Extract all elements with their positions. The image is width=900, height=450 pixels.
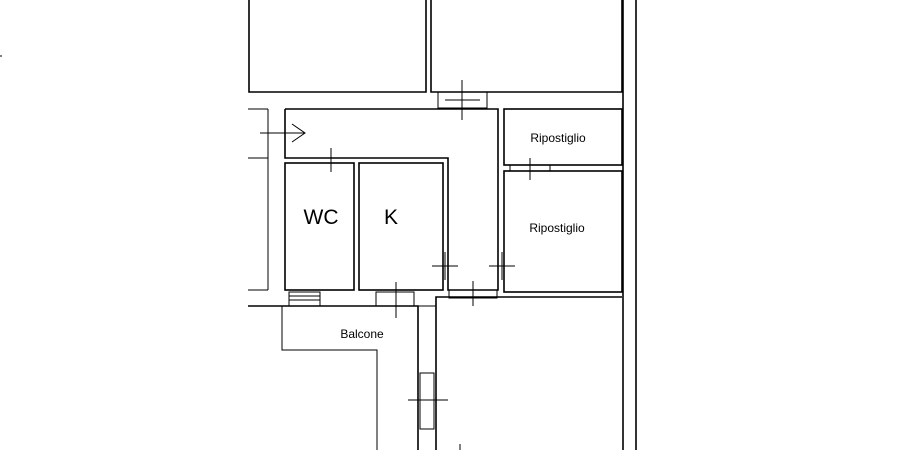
kitchen-label: K: [384, 206, 398, 229]
outer-wall-right: [622, 0, 637, 450]
balcony-railing: [281, 306, 378, 450]
door-top-right-room: [437, 80, 488, 120]
entrance-arrow: [248, 108, 306, 159]
room-top-right: [430, 0, 623, 93]
storage-upper-label: Ripostiglio: [530, 131, 586, 145]
door-bottom-right-room: [408, 372, 448, 430]
balcony: [248, 305, 419, 450]
room-storage-upper: [503, 108, 623, 166]
door-wc: [310, 148, 352, 172]
balcony-label: Balcone: [340, 327, 384, 341]
door-kitchen-balcony: [375, 282, 415, 318]
door-storage-lower: [489, 252, 515, 280]
wc-label: WC: [304, 206, 339, 229]
room-storage-lower: [503, 170, 623, 293]
door-hallway-bottom: [448, 281, 498, 306]
room-bottom-right: [435, 296, 622, 450]
window-wc: [288, 291, 321, 307]
storage-lower-label: Ripostiglio: [529, 221, 585, 235]
door-kitchen-side: [432, 252, 458, 280]
room-top-left: [248, 0, 427, 93]
hallway: [284, 108, 499, 291]
left-wall-lower: [248, 158, 269, 291]
room-kitchen: [358, 162, 444, 291]
